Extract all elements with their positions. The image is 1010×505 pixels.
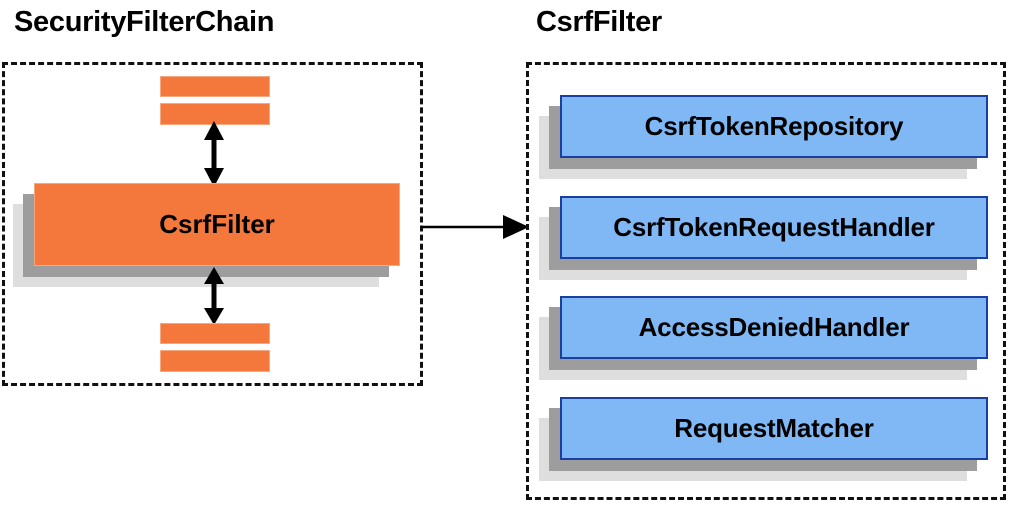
csrf-filter-box-label: CsrfFilter — [34, 183, 400, 266]
panel-csrf-filter-detail — [526, 62, 1006, 500]
request-matcher-box[interactable]: RequestMatcher — [539, 397, 988, 481]
panel-link-arrow — [421, 215, 529, 239]
panel-title-security-filter-chain: SecurityFilterChain — [14, 6, 275, 38]
request-matcher-label: RequestMatcher — [560, 397, 988, 460]
csrf-filter-box[interactable]: CsrfFilter — [13, 183, 400, 287]
csrf-token-repository-box[interactable]: CsrfTokenRepository — [539, 95, 988, 179]
filter-bar-bottom-2 — [160, 350, 270, 372]
csrf-token-repository-label: CsrfTokenRepository — [560, 95, 988, 158]
csrf-token-request-handler-label: CsrfTokenRequestHandler — [560, 196, 988, 259]
panel-security-filter-chain — [2, 62, 423, 386]
access-denied-handler-label: AccessDeniedHandler — [560, 296, 988, 359]
panel-title-csrf-filter: CsrfFilter — [536, 6, 662, 38]
access-denied-handler-box[interactable]: AccessDeniedHandler — [539, 296, 988, 380]
chain-up-arrow — [204, 121, 224, 187]
filter-bar-bottom-1 — [160, 323, 270, 344]
csrf-token-request-handler-box[interactable]: CsrfTokenRequestHandler — [539, 196, 988, 280]
chain-down-arrow — [204, 267, 224, 325]
filter-bar-top-1 — [160, 76, 270, 97]
